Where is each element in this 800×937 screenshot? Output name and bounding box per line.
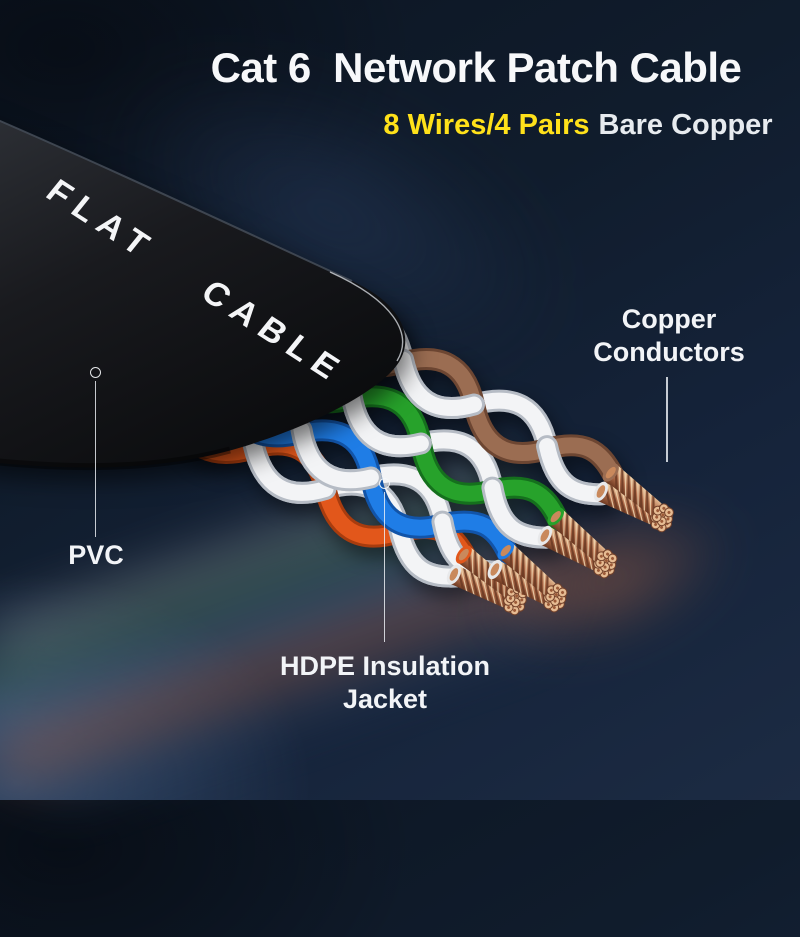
pointer-line-copper	[666, 377, 668, 462]
cable-illustration: FLAT CABLE	[0, 119, 800, 800]
callout-hdpe-line1: HDPE Insulation	[279, 651, 491, 681]
callout-hdpe-line2: Jacket	[342, 684, 428, 714]
callout-copper-conductors: Copper Conductors	[593, 303, 745, 369]
pointer-ring-hdpe	[379, 478, 390, 489]
callout-copper-line2: Conductors	[593, 337, 745, 367]
annotation-overlay: Cat 6 Network Patch Cable 8 Wires/4 Pair…	[68, 44, 773, 716]
callout-pvc: PVC	[68, 540, 124, 570]
page-title: Cat 6 Network Patch Cable	[210, 44, 742, 91]
pointer-line-pvc	[94, 381, 97, 537]
pointer-ring-pvc	[90, 367, 101, 378]
subtitle-rest: Bare Copper	[598, 109, 773, 141]
callout-copper-line1: Copper	[621, 304, 717, 334]
callout-hdpe: HDPE Insulation Jacket	[280, 650, 490, 716]
subtitle-highlight: 8 Wires/4 Pairs	[383, 109, 590, 141]
pointer-line-hdpe	[383, 492, 386, 642]
